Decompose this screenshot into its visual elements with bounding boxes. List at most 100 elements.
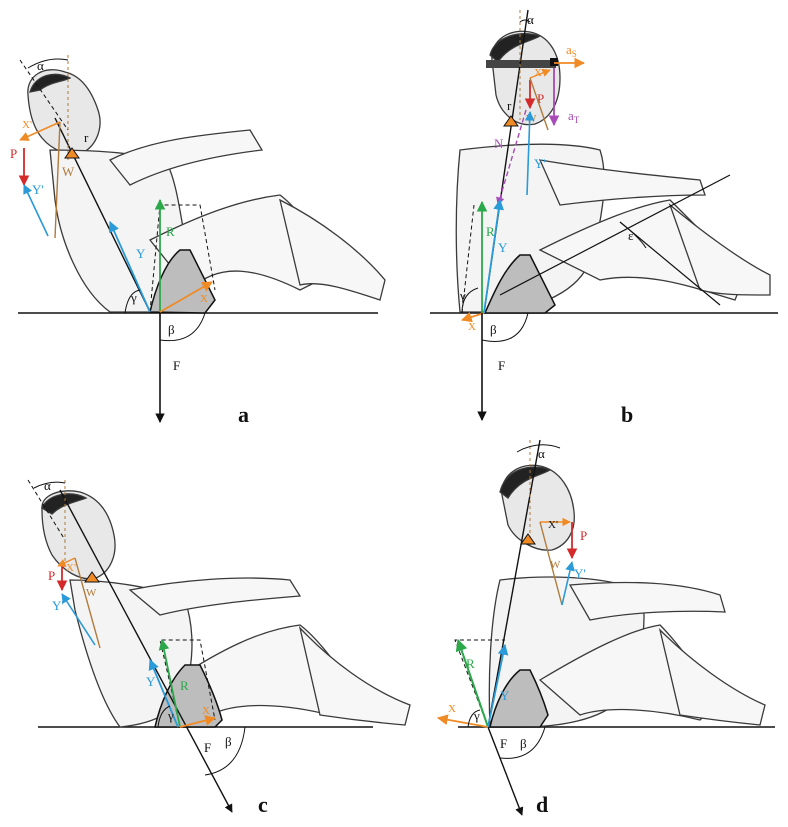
- gamma-label: γ: [167, 708, 174, 723]
- force-X-arrow: [159, 281, 213, 313]
- gamma-arc: [461, 287, 479, 314]
- accel-aS-label: aS: [566, 42, 577, 59]
- force-P-label: P: [580, 528, 587, 543]
- force-P-label: P: [537, 91, 544, 106]
- panel-label-a: a: [238, 402, 249, 427]
- pelvis-region: [489, 669, 549, 728]
- beta-arc: [159, 312, 206, 342]
- gamma-arc: [467, 709, 481, 728]
- force-N-arrow: [496, 109, 527, 206]
- force-Y-label: Y: [500, 688, 510, 703]
- force-Y-arrow: [109, 221, 151, 313]
- force-Y-prime-label: Y': [32, 182, 44, 197]
- force-R-arrow: [455, 638, 489, 728]
- force-R-label: R: [166, 224, 175, 239]
- force-Y-arrow: [487, 643, 509, 728]
- pivot-r-marker: [84, 571, 100, 583]
- gamma-label: γ: [473, 708, 480, 723]
- epsilon-arc: [619, 221, 647, 249]
- force-X-prime-arrow: [19, 121, 61, 141]
- subject-body-sketch: [41, 490, 411, 728]
- force-R-label: R: [180, 678, 189, 693]
- pivot-r-label: r: [84, 130, 89, 145]
- force-P-label: P: [10, 146, 17, 161]
- beta-arc: [499, 726, 546, 759]
- force-X-prime-label: X': [534, 67, 544, 79]
- panel-label-c: c: [258, 792, 268, 817]
- beta-label: β: [490, 322, 497, 337]
- alpha-label: α: [37, 58, 44, 73]
- head-axis-dashed: [19, 59, 69, 131]
- force-Y-label: Y: [136, 246, 146, 261]
- force-F-label: F: [498, 358, 505, 373]
- head-band: [486, 60, 556, 68]
- pivot-r-marker: [520, 533, 536, 545]
- force-X-prime-arrow: [529, 68, 551, 79]
- thigh-axis-line: [499, 174, 731, 296]
- alpha-arc: [519, 19, 531, 23]
- force-W-label: W: [550, 559, 561, 571]
- force-X-prime-label: X': [22, 119, 32, 131]
- force-Y-prime-label: Y': [534, 156, 546, 171]
- trunk-axis-line: [59, 489, 233, 813]
- force-Y-arrow: [148, 659, 179, 728]
- subject-body-sketch: [27, 69, 386, 313]
- force-W-label: W: [526, 113, 537, 125]
- pelvis-region: [149, 249, 216, 314]
- epsilon-label: ε: [628, 228, 634, 243]
- force-Y-prime-label: Y': [574, 566, 586, 581]
- force-R-label: R: [486, 224, 495, 239]
- panel-d: α P X' W Y' R Y X γ β F: [436, 439, 775, 816]
- force-N-label: N: [494, 136, 504, 151]
- beta-arc: [481, 312, 529, 342]
- force-Y-label: Y: [498, 240, 508, 255]
- force-X-prime-label: X': [548, 519, 558, 531]
- force-X-prime-arrow: [57, 557, 76, 567]
- force-X-label: X: [202, 705, 210, 717]
- alpha-label: α: [44, 478, 51, 493]
- accel-aT-label: aT: [568, 108, 580, 125]
- force-X-prime-label: X': [66, 562, 76, 574]
- panel-label-b: b: [621, 402, 634, 427]
- gamma-label: γ: [459, 288, 466, 303]
- force-F-label: F: [173, 358, 180, 373]
- force-X-label: X: [448, 703, 456, 715]
- force-R-label: R: [466, 656, 475, 671]
- panel-c: α P X' W Y' Y R X γ β F: [27, 478, 411, 813]
- alpha-arc: [516, 444, 561, 453]
- panel-a: α P X' W Y' Y R X r γ β F: [10, 55, 386, 423]
- beta-label: β: [520, 736, 527, 751]
- force-Y-prime-arrow: [61, 593, 96, 646]
- force-W-label: W: [62, 164, 75, 179]
- alpha-arc: [33, 481, 66, 489]
- force-W-line: [529, 77, 549, 131]
- beta-label: β: [168, 322, 175, 337]
- pivot-r-label: r: [507, 98, 512, 113]
- trunk-axis-line: [487, 439, 541, 728]
- force-X-arrow: [460, 311, 485, 323]
- force-W-line: [74, 557, 101, 649]
- panel-b: α aS aT P X' W Y' N r R Y X: [430, 9, 778, 421]
- force-parallelogram: [159, 639, 216, 728]
- force-parallelogram: [149, 204, 216, 313]
- gamma-label: γ: [130, 290, 137, 305]
- force-P-label: P: [48, 568, 55, 583]
- force-X-label: X: [468, 321, 476, 333]
- force-Y-prime-arrow: [561, 561, 575, 606]
- force-Y-prime-arrow: [524, 111, 535, 196]
- pivot-r-marker: [503, 115, 519, 127]
- pivot-r-marker: [64, 147, 80, 159]
- force-Y-prime-arrow: [23, 184, 49, 237]
- force-F-label: F: [500, 736, 507, 751]
- gamma-arc: [157, 705, 171, 728]
- beta-label: β: [225, 734, 232, 749]
- subject-body-sketch: [455, 30, 771, 313]
- force-Y-arrow: [483, 198, 504, 314]
- force-X-arrow: [436, 714, 489, 728]
- force-W-line: [54, 121, 61, 239]
- trunk-extension: [487, 726, 524, 816]
- head-axis-dashed: [27, 479, 66, 541]
- sensor-box: [550, 58, 558, 66]
- alpha-label: α: [527, 12, 534, 27]
